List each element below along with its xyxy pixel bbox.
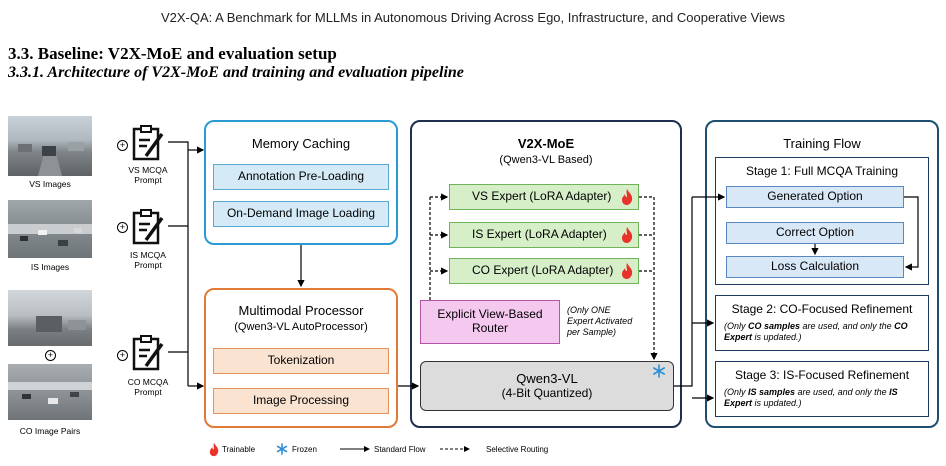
is-image-art [8, 224, 92, 246]
running-header: V2X-QA: A Benchmark for MLLMs in Autonom… [160, 10, 786, 25]
co-prompt-label: CO MCQA Prompt [127, 377, 169, 398]
backbone-snowflake-icon [652, 364, 665, 378]
legend-standard-flow: Standard Flow [374, 445, 426, 454]
stage3-box: Stage 3: IS-Focused Refinement (Only IS … [715, 361, 929, 417]
legend-frozen: Frozen [292, 445, 317, 454]
is-prompt-label: IS MCQA Prompt [130, 250, 166, 271]
legend-snowflake-icon [276, 443, 288, 455]
tokenization-box: Tokenization [213, 348, 389, 374]
stage2-box: Stage 2: CO-Focused Refinement (Only CO … [715, 295, 929, 351]
backbone-title: Qwen3-VL [516, 370, 578, 386]
co-image-bottom-art [8, 382, 92, 404]
legend-selective-arrow [440, 446, 470, 452]
vs-prompt-icon [132, 125, 164, 161]
stage2-note-c: are used, and only the [800, 321, 895, 331]
co-plus: + [117, 350, 128, 361]
vs-to-bus-line [168, 141, 189, 386]
loss-calculation-box: Loss Calculation [726, 256, 904, 278]
correct-option-box: Correct Option [726, 222, 904, 244]
multimodal-processor-title: Multimodal Processor [238, 303, 364, 318]
v2x-moe-title: V2X-MoE [517, 136, 575, 151]
backbone-subtitle: (4-Bit Quantized) [501, 385, 593, 400]
is-image [8, 200, 92, 258]
is-expert-box: IS Expert (LoRA Adapter) [449, 222, 639, 248]
co-image-top [8, 290, 92, 346]
legend-flame-icon [209, 442, 219, 457]
legend-trainable: Trainable [222, 445, 256, 454]
stage2-note-b: CO samples [748, 321, 801, 331]
router-note: (Only ONE Expert Activated per Sample) [567, 305, 633, 337]
qwen3-vl-backbone-box: Qwen3-VL (4-Bit Quantized) [420, 361, 674, 411]
co-pair-plus: + [45, 350, 56, 361]
backbone-to-stages-line [674, 197, 693, 387]
is-prompt-icon [132, 209, 164, 245]
subsection-title: 3.3.1. Architecture of V2X-MoE and train… [8, 64, 464, 81]
vs-plus: + [117, 140, 128, 151]
stage3-note-d: IS Expert [724, 387, 898, 408]
is-images-caption: IS Images [30, 262, 70, 272]
vs-expert-label: VS Expert (LoRA Adapter) [472, 189, 612, 204]
vs-image [8, 116, 92, 176]
section-title: 3.3. Baseline: V2X-MoE and evaluation se… [8, 44, 337, 63]
stage1-title: Stage 1: Full MCQA Training [745, 164, 899, 178]
stage2-title: Stage 2: CO-Focused Refinement [731, 302, 913, 316]
image-processing-box: Image Processing [213, 388, 389, 414]
vs-image-art [18, 142, 84, 176]
stage2-note-e: is updated.) [752, 331, 802, 342]
co-image-top-art [36, 316, 86, 332]
stage3-note-e: is updated.) [752, 397, 802, 408]
is-expert-flame-icon [622, 227, 633, 243]
view-based-router-label: Explicit View-Based Router [437, 307, 543, 335]
multimodal-processor-panel: Multimodal Processor (Qwen3-VL AutoProce… [204, 288, 398, 428]
stage3-note: (Only IS samples are used, and only the … [724, 387, 922, 409]
is-expert-label: IS Expert (LoRA Adapter) [472, 227, 607, 242]
view-based-router-box: Explicit View-Based Router [420, 300, 560, 344]
co-prompt-icon [132, 335, 164, 371]
stage3-note-b: IS samples [748, 387, 796, 397]
v2x-moe-subtitle: (Qwen3-VL Based) [499, 154, 593, 166]
co-expert-label: CO Expert (LoRA Adapter) [472, 263, 614, 278]
is-plus: + [117, 222, 128, 233]
stage2-note-a: (Only [724, 321, 749, 331]
on-demand-image-loading-box: On-Demand Image Loading [213, 201, 389, 227]
stage2-note: (Only CO samples are used, and only the … [724, 321, 922, 343]
vs-images-caption: VS Images [29, 179, 71, 189]
co-pairs-caption: CO Image Pairs [19, 426, 81, 436]
co-expert-box: CO Expert (LoRA Adapter) [449, 258, 639, 284]
vs-prompt-label: VS MCQA Prompt [128, 165, 168, 186]
stage3-title: Stage 3: IS-Focused Refinement [734, 368, 910, 382]
memory-caching-title: Memory Caching [251, 136, 351, 151]
multimodal-processor-subtitle: (Qwen3-VL AutoProcessor) [234, 321, 368, 333]
legend-selective-routing: Selective Routing [486, 445, 549, 454]
legend-standard-arrow [340, 446, 370, 452]
vs-expert-box: VS Expert (LoRA Adapter) [449, 184, 639, 210]
training-flow-title: Training Flow [783, 136, 861, 151]
memory-caching-panel: Memory Caching Annotation Pre-Loading On… [204, 120, 398, 245]
generated-option-box: Generated Option [726, 186, 904, 208]
annotation-preloading-box: Annotation Pre-Loading [213, 164, 389, 190]
generated-to-loss-line [904, 196, 919, 271]
stage3-note-c: are used, and only the [795, 387, 890, 397]
vs-expert-flame-icon [622, 189, 633, 205]
stage3-note-a: (Only [724, 387, 749, 397]
co-image-bottom [8, 364, 92, 420]
co-expert-flame-icon [622, 263, 633, 279]
stage2-note-d: CO Expert [724, 321, 908, 342]
